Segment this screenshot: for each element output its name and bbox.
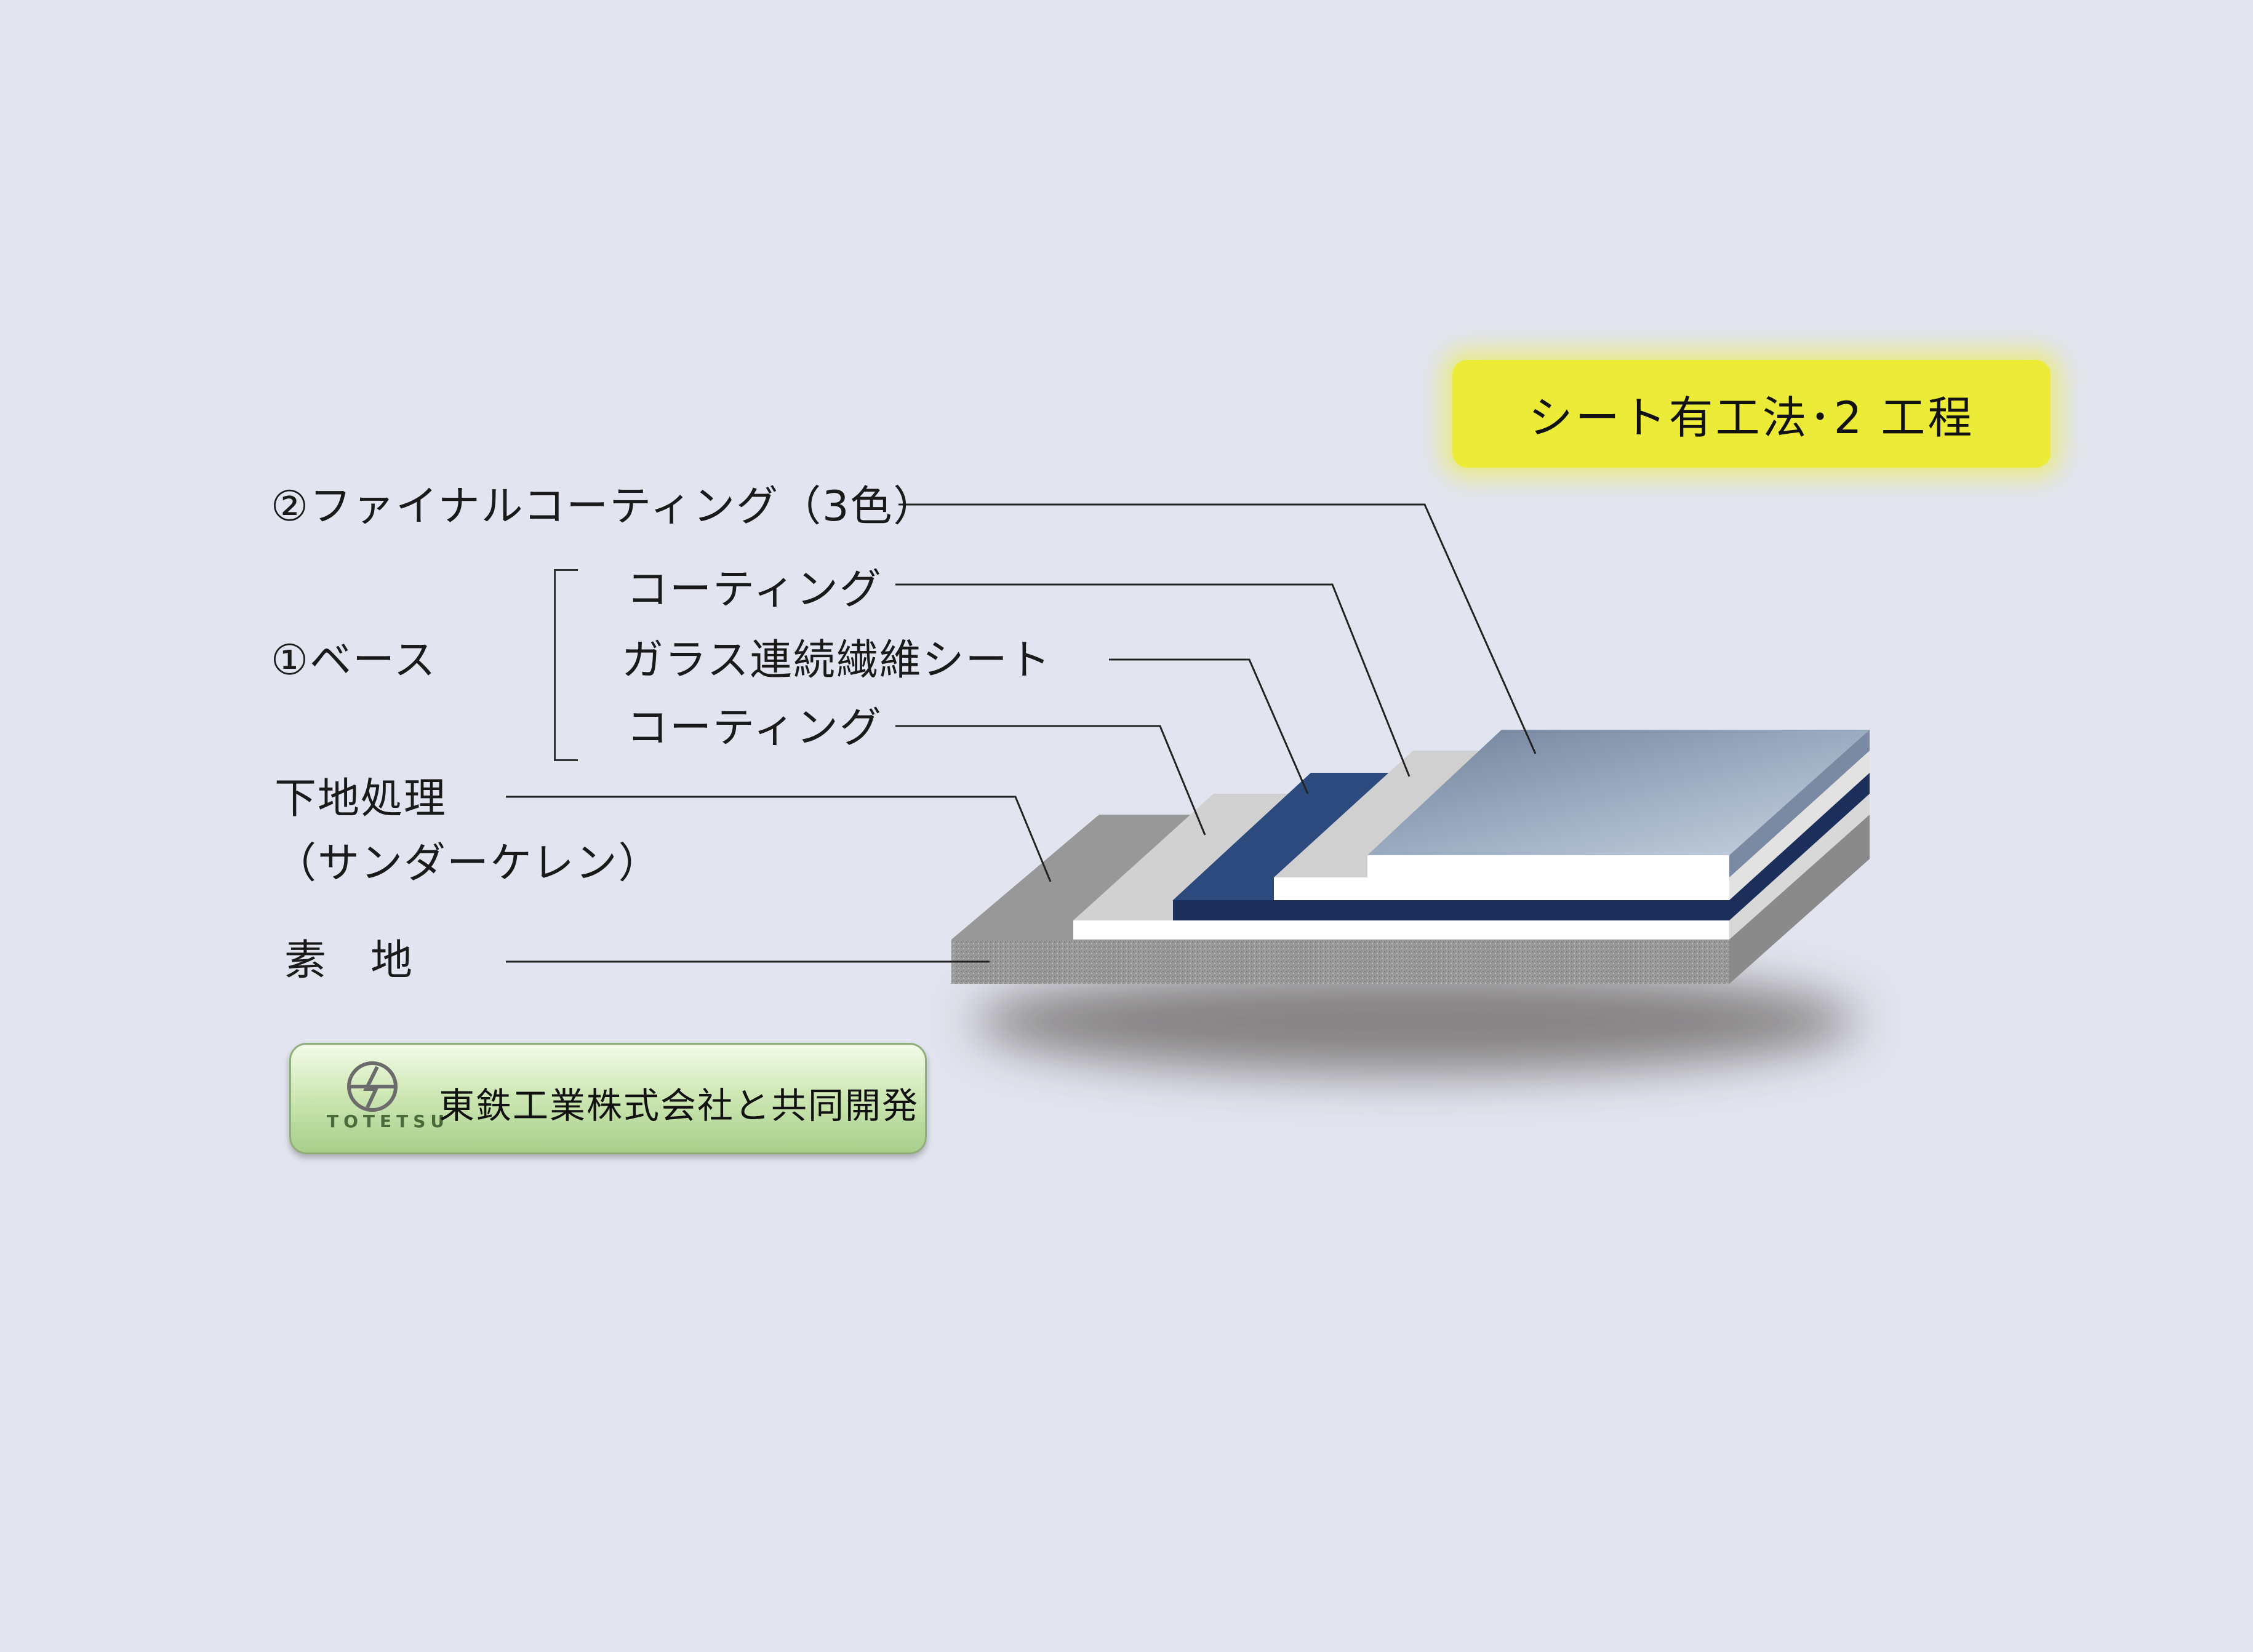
final-top [1367,730,1870,855]
base-label: ①ベース [271,636,437,685]
method-title-badge: シート有工法･2 工程 [1452,360,2051,468]
coating-bottom-label: コーティング [626,704,882,752]
final-coating-label: ②ファイナルコーティング（3色） [271,482,937,531]
leader-final [898,503,1537,754]
primer-label: 下地処理 [274,775,447,823]
final-front [1367,855,1729,877]
primer-side [1729,794,1870,940]
diagram-shadow [972,969,1859,1074]
primer-sublabel: （サンダーケレン） [274,839,662,888]
coating-side [1729,751,1870,900]
logo-text: TOTETSU [327,1111,450,1131]
base-bracket [554,569,578,761]
substrate-front [951,940,1729,984]
glass-sheet-label: ガラス連続繊維シート [622,636,1052,685]
company-badge: TOTETSU 東鉄工業株式会社と共同開発 [289,1043,927,1154]
substrate-label: 素 地 [284,936,414,985]
leader-sheet [1109,658,1309,794]
coating-top-label: コーティング [626,565,882,614]
sheet-side [1729,773,1870,920]
company-text: 東鉄工業株式会社と共同開発 [439,1085,919,1127]
method-title: シート有工法･2 工程 [1528,392,1975,444]
leader-coating-top [895,583,1411,777]
leader-primer [506,796,1052,882]
leader-coating-bottom [895,725,1206,836]
coating-front [1274,877,1729,900]
substrate-side [1729,815,1870,984]
final-side [1729,730,1870,877]
sheet-front [1173,900,1729,920]
primer-front [1073,920,1729,940]
totetsu-logo-icon [347,1061,398,1112]
